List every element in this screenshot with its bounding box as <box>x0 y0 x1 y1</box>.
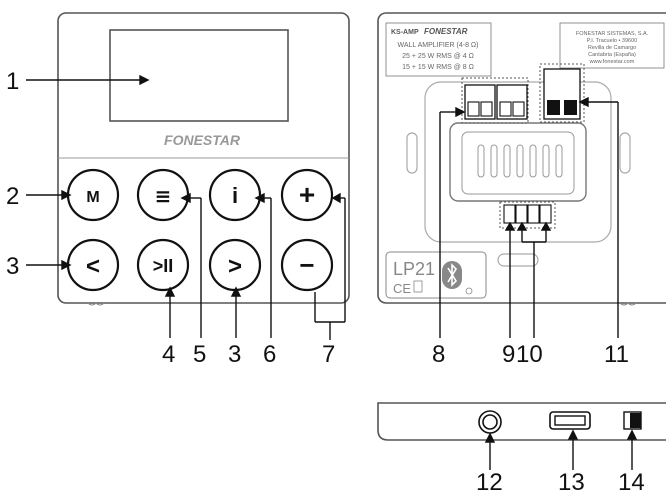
callout-12: 12 <box>476 469 503 490</box>
mounting-frame <box>424 81 612 243</box>
headphone-jack <box>478 410 502 434</box>
front-brand-logo: FONESTAR <box>164 132 241 148</box>
company-line-1: FONESTAR SISTEMAS, S.A. <box>576 31 649 37</box>
company-line-4: Cantabria (España) <box>588 52 636 58</box>
callout-9: 9 <box>502 341 515 368</box>
mounting-box <box>449 122 587 202</box>
bluetooth-icon <box>442 261 462 289</box>
display-screen <box>109 29 289 122</box>
back-callout-lines <box>439 96 619 338</box>
callout-numbers: 1 2 3 4 5 3 6 7 8 9 10 11 12 13 14 <box>6 68 645 490</box>
next-button[interactable]: > <box>208 238 262 292</box>
product-code-label: LP21 CE <box>385 251 487 299</box>
callout-8: 8 <box>432 341 445 368</box>
front-callout-lines <box>26 74 346 340</box>
menu-button[interactable]: ≡ <box>136 168 190 222</box>
svg-text:+: + <box>299 179 315 210</box>
spec-line-1: WALL AMPLIFIER (4-8 Ω) <box>398 42 479 49</box>
info-button[interactable]: i <box>208 168 262 222</box>
company-line-5: www.fonestar.com <box>589 59 635 65</box>
play-pause-button[interactable]: >II <box>136 238 190 292</box>
plus-button[interactable]: + <box>280 168 334 222</box>
callout-3-bottom: 3 <box>228 341 241 368</box>
svg-text:LP21: LP21 <box>393 259 435 279</box>
svg-text:≡: ≡ <box>155 184 172 208</box>
power-switch <box>623 411 642 430</box>
front-panel: FONESTAR M ≡ i + < >II > <box>57 12 350 306</box>
callout-5: 5 <box>193 341 206 368</box>
side-view-body <box>377 402 666 441</box>
power-terminal-block <box>539 63 585 123</box>
side-view <box>377 402 666 470</box>
prev-button[interactable]: < <box>66 238 120 292</box>
minus-button[interactable]: − <box>280 238 334 292</box>
callout-1: 1 <box>6 68 19 95</box>
svg-text:M: M <box>86 189 99 206</box>
callout-14: 14 <box>618 469 645 490</box>
callout-2: 2 <box>6 183 19 210</box>
speaker-terminal-block <box>461 77 529 124</box>
svg-text:−: − <box>299 250 314 280</box>
screw-slot-bottom <box>497 253 539 267</box>
spec-label <box>385 22 492 77</box>
callout-7: 7 <box>322 341 335 368</box>
svg-text:>: > <box>228 253 242 280</box>
back-brand-label: FONESTAR <box>424 27 468 36</box>
callout-4: 4 <box>162 341 175 368</box>
screw-slot-left <box>406 132 418 174</box>
spec-line-2: 25 + 25 W RMS @ 4 Ω <box>402 53 474 60</box>
usb-port <box>549 411 591 430</box>
svg-text:<: < <box>86 253 100 280</box>
company-line-3: Revilla de Camargo <box>588 45 636 51</box>
callout-13: 13 <box>558 469 585 490</box>
company-label <box>559 22 665 69</box>
screw-slot-right <box>619 132 631 174</box>
spec-line-3: 15 + 15 W RMS @ 8 Ω <box>402 64 474 71</box>
callout-11: 11 <box>604 341 629 368</box>
ce-mark: CE <box>393 281 411 296</box>
mode-button[interactable]: M <box>66 168 120 222</box>
model-label: KS-AMP <box>391 29 419 36</box>
callout-6: 6 <box>263 341 276 368</box>
company-line-2: P.I. Tracuelo • 39600 <box>587 38 637 44</box>
svg-text:>II: >II <box>153 256 174 276</box>
svg-text:i: i <box>232 183 238 208</box>
callout-3-left: 3 <box>6 253 19 280</box>
back-panel: KS-AMP FONESTAR WALL AMPLIFIER (4-8 Ω) 2… <box>377 12 666 306</box>
callout-10: 10 <box>516 341 543 368</box>
